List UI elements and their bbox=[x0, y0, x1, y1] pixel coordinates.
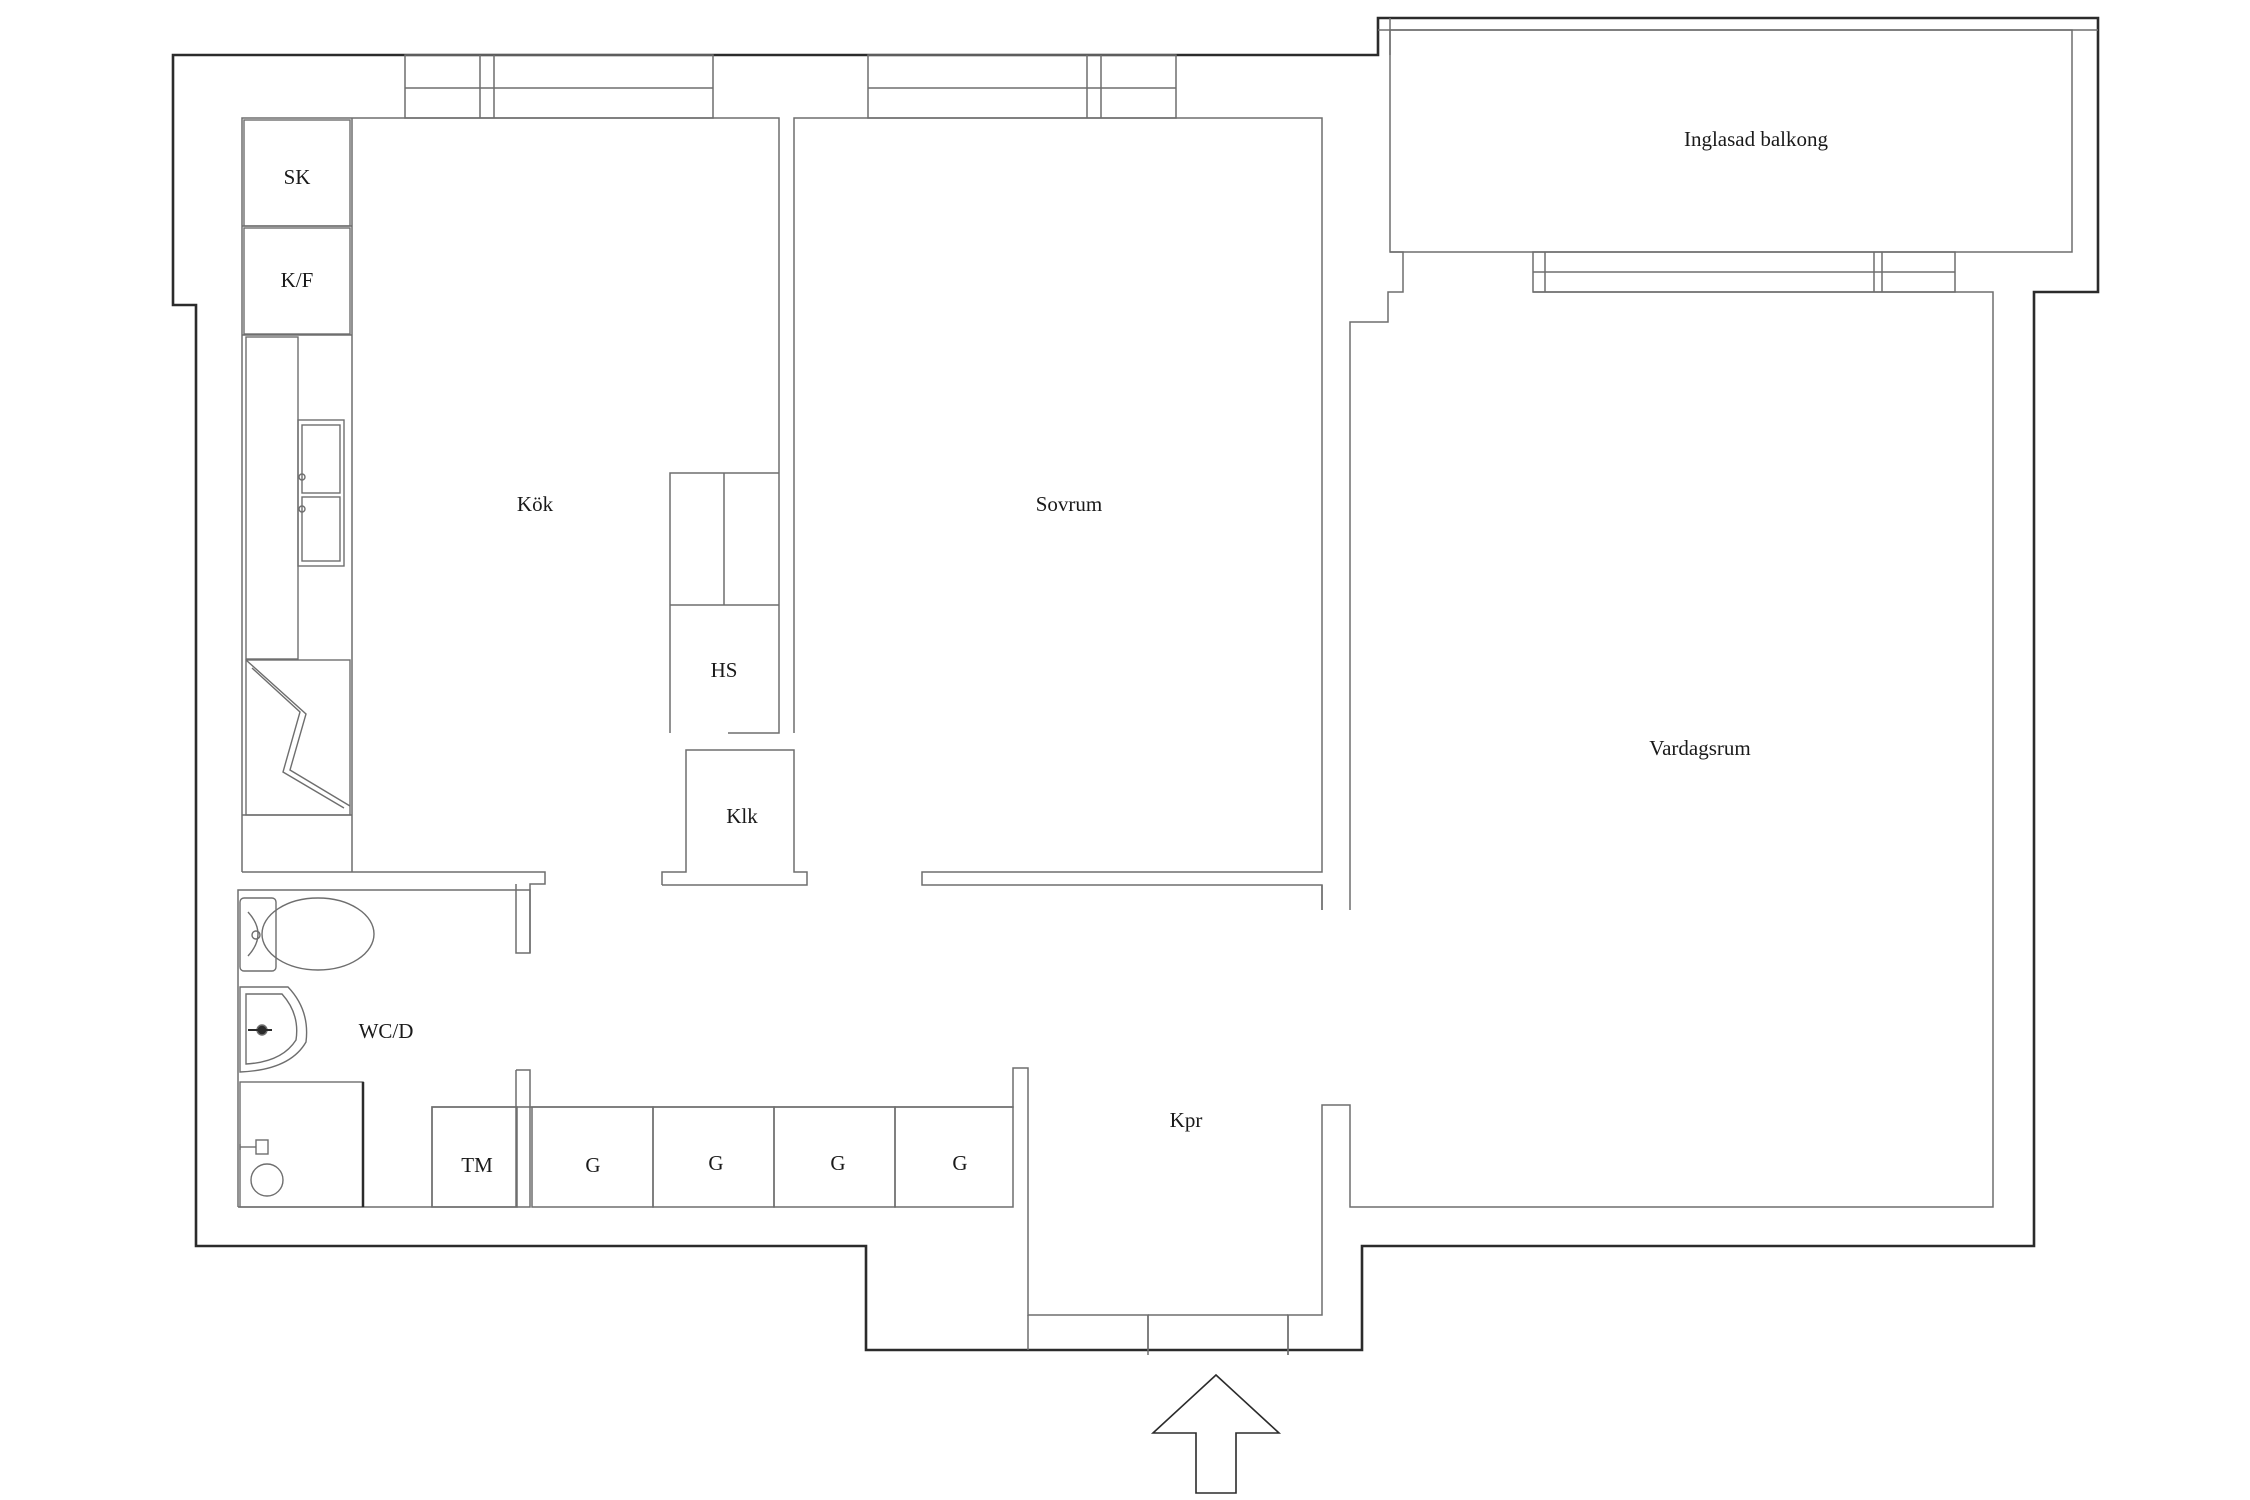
label-bathroom: WC/D bbox=[359, 1019, 414, 1043]
hallway-wardrobe-outline bbox=[431, 1067, 1149, 1350]
label-klk: Klk bbox=[726, 804, 758, 828]
label-tm: TM bbox=[461, 1153, 493, 1177]
label-kf: K/F bbox=[281, 268, 314, 292]
stove-icon bbox=[245, 659, 351, 816]
kitchen-fixtures bbox=[243, 119, 351, 816]
shower-icon bbox=[239, 1081, 365, 1208]
wardrobe-g4-box bbox=[894, 1106, 1014, 1208]
label-hs: HS bbox=[711, 658, 738, 682]
label-g3: G bbox=[830, 1151, 845, 1175]
room-labels: Inglasad balkong Kök Sovrum Vardagsrum K… bbox=[281, 127, 1829, 1177]
label-kitchen: Kök bbox=[517, 492, 554, 516]
kitchen-wall bbox=[241, 117, 780, 872]
living-room-wall bbox=[1349, 251, 1404, 910]
inner-walls bbox=[237, 18, 2098, 1355]
double-sink-icon bbox=[297, 419, 345, 567]
label-g4: G bbox=[952, 1151, 967, 1175]
label-living-room: Vardagsrum bbox=[1649, 736, 1750, 760]
living-room-right-wall bbox=[1287, 291, 1994, 1355]
label-bedroom: Sovrum bbox=[1036, 492, 1103, 516]
kitchen-window-frame bbox=[404, 54, 714, 119]
label-sk: SK bbox=[284, 165, 311, 189]
washbasin-icon bbox=[239, 986, 308, 1073]
bedroom-window-frame bbox=[867, 54, 1177, 119]
bathroom-lower-wall bbox=[238, 1069, 531, 1208]
counter-top bbox=[245, 336, 299, 660]
label-g1: G bbox=[585, 1153, 600, 1177]
kf-cabinet bbox=[243, 227, 351, 335]
klk-closet-wall bbox=[661, 749, 808, 886]
label-hallway: Kpr bbox=[1170, 1108, 1203, 1132]
outer-walls bbox=[171, 16, 2100, 1352]
kitchen-hs-wall bbox=[669, 472, 779, 733]
label-balcony: Inglasad balkong bbox=[1684, 127, 1829, 151]
wardrobe-tm-box bbox=[431, 1106, 518, 1208]
outer-wall-outline bbox=[171, 16, 2100, 1352]
sk-cabinet bbox=[243, 119, 351, 227]
label-g2: G bbox=[708, 1151, 723, 1175]
kitchen-lower-wall bbox=[242, 871, 546, 954]
bathroom-wall bbox=[237, 889, 531, 1207]
bathroom-fixtures bbox=[239, 897, 375, 1208]
entrance-arrow-icon bbox=[1150, 1373, 1282, 1494]
toilet-icon bbox=[239, 897, 375, 972]
